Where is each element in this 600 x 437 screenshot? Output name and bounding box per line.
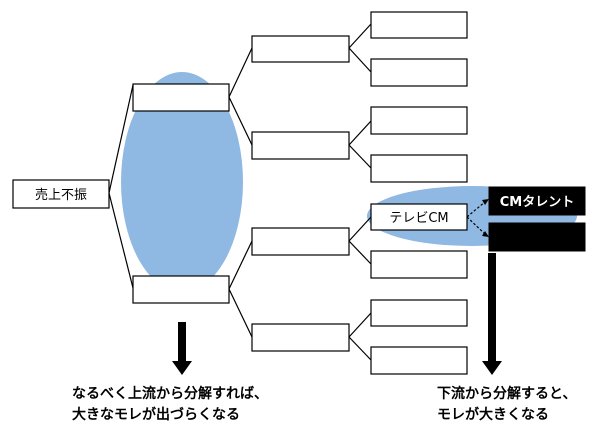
level3-node-8	[370, 346, 468, 375]
tv-cm-node: テレビCM	[370, 203, 468, 231]
level3-node-3	[370, 106, 468, 135]
level3-node-1	[370, 11, 468, 39]
connectors-dashed	[466, 199, 489, 237]
upstream-highlight	[121, 72, 243, 292]
level4-node-blank	[488, 222, 586, 252]
level3-node-6	[370, 250, 468, 279]
root-label: 売上不振	[35, 187, 87, 203]
root-node: 売上不振	[12, 179, 110, 209]
note-left-line2: 大きなモレが出づらくなる	[72, 406, 240, 423]
arrow-down-right-icon	[482, 253, 502, 375]
note-left-line1: なるべく上流から分解すれば、	[72, 385, 268, 402]
level2-node-3	[251, 227, 350, 256]
connectors-root	[108, 84, 134, 289]
cm-talent-node: CMタレント	[488, 186, 586, 216]
connectors-level2	[348, 23, 372, 361]
connectors-level1	[228, 47, 253, 338]
note-right-line1: 下流から分解すると、	[437, 385, 576, 402]
level1-node-top	[132, 83, 230, 112]
note-right-line2: モレが大きくなる	[437, 406, 549, 423]
cm-talent-label: CMタレント	[500, 195, 574, 210]
arrow-down-left-icon	[172, 322, 192, 375]
level3-node-7	[370, 299, 468, 327]
level2-node-2	[251, 131, 350, 160]
level2-node-1	[251, 35, 350, 63]
level1-node-bottom	[132, 275, 230, 304]
level3-node-4	[370, 154, 468, 183]
level3-node-2	[370, 58, 468, 87]
level2-node-4	[251, 323, 350, 352]
tv-cm-label: テレビCM	[389, 211, 448, 226]
